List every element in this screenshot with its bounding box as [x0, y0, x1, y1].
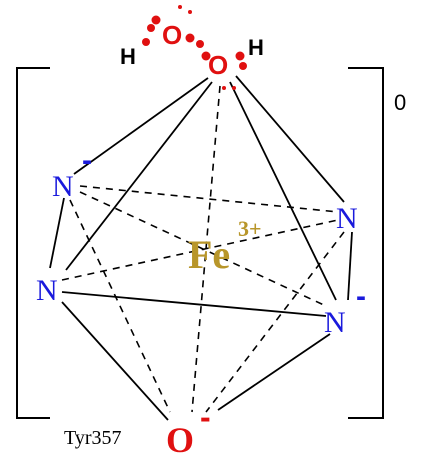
dash-n1-to-otyr	[69, 199, 171, 413]
atom-o-upper: O	[162, 20, 182, 50]
bond-n1-to-n2	[49, 197, 65, 269]
minus-n-lower-right: -	[356, 280, 366, 313]
atom-n-upper-left: N	[52, 170, 74, 203]
atom-o-lower: O	[208, 50, 228, 80]
dash-n1-to-n4	[79, 185, 339, 213]
bond-o-to-n4	[235, 75, 345, 203]
dashed-bonds	[61, 85, 345, 413]
bond-n2-to-otyr	[61, 301, 169, 421]
minus-n-upper-left: -	[82, 144, 92, 177]
solid-bonds	[49, 75, 353, 421]
bond-n4-to-n3	[347, 231, 353, 301]
atom-h-left: H	[120, 44, 136, 69]
bond-n3-to-otyr	[217, 333, 331, 411]
bond-o-to-n3	[229, 81, 337, 301]
left-bracket	[16, 67, 50, 419]
atom-h-right: H	[248, 35, 264, 60]
atom-n-lower-left: N	[36, 274, 58, 307]
minus-o-tyr: -	[200, 399, 211, 435]
bond-o-to-n2	[65, 81, 213, 271]
atom-n-lower-right: N	[324, 306, 346, 339]
atom-o-tyr: O	[166, 420, 194, 460]
atom-n-upper-right: N	[336, 202, 358, 235]
overall-charge: 0	[394, 90, 406, 115]
atom-fe: Fe	[188, 232, 230, 277]
bond-n2-to-n3	[61, 291, 327, 317]
dash-o-to-fe	[191, 85, 221, 413]
lone-pair-dots	[142, 5, 247, 90]
dash-n2-to-n4	[61, 219, 339, 281]
fe-charge: 3+	[238, 216, 262, 241]
tyr-label: Tyr357	[64, 427, 121, 449]
right-bracket	[348, 67, 384, 419]
bond-o-to-n1	[73, 77, 209, 175]
